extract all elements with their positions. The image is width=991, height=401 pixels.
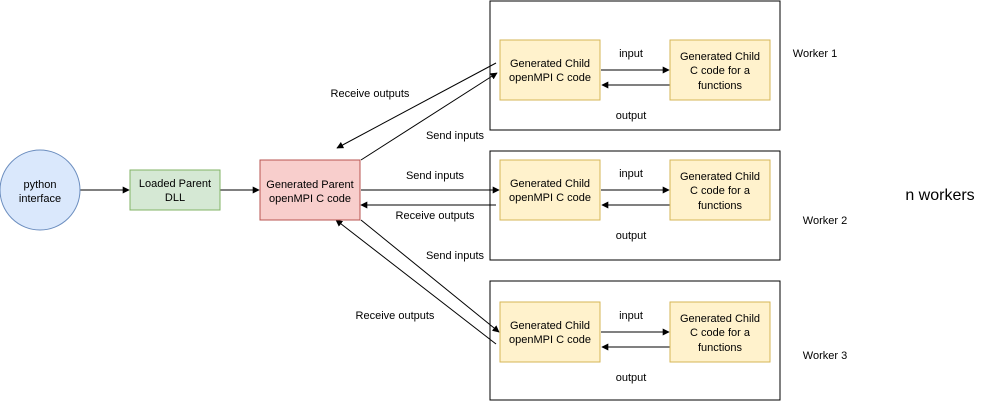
w3-receive-outputs-label: Receive outputs xyxy=(356,310,435,322)
worker-3-func-node: Generated Child C code for a functions xyxy=(669,301,771,363)
w1-child-line1: Generated Child xyxy=(510,58,590,70)
w2-func-line3: functions xyxy=(698,200,743,212)
parent-line2: openMPI C code xyxy=(269,193,351,205)
w3-func-line1: Generated Child xyxy=(680,313,760,325)
worker-2-label: Worker 2 xyxy=(803,215,847,227)
w3-func-line3: functions xyxy=(698,342,743,354)
edge-w3-send-inputs xyxy=(360,219,500,333)
edge-w1-receive-outputs xyxy=(336,62,497,149)
w1-send-inputs-label: Send inputs xyxy=(426,130,485,142)
w1-input-label: input xyxy=(619,48,643,60)
edge-w1-send-inputs xyxy=(360,72,498,161)
w1-func-line3: functions xyxy=(698,80,743,92)
w2-func-line2: C code for a xyxy=(690,185,751,197)
w1-output-label: output xyxy=(616,110,647,122)
dll-line1: Loaded Parent xyxy=(139,178,211,190)
worker-3-label: Worker 3 xyxy=(803,350,847,362)
n-workers-note: n workers xyxy=(905,187,974,204)
edge-w3-receive-outputs xyxy=(335,219,497,345)
worker-2-func-node: Generated Child C code for a functions xyxy=(669,159,771,221)
w1-receive-outputs-label: Receive outputs xyxy=(331,88,410,100)
w3-func-line2: C code for a xyxy=(690,327,751,339)
w2-child-line1: Generated Child xyxy=(510,178,590,190)
w3-send-inputs-label: Send inputs xyxy=(426,250,485,262)
w3-child-line2: openMPI C code xyxy=(509,334,591,346)
w1-func-line1: Generated Child xyxy=(680,51,760,63)
w3-output-label: output xyxy=(616,372,647,384)
w1-func-line2: C code for a xyxy=(690,65,751,77)
w3-input-label: input xyxy=(619,310,643,322)
worker-1-child-node: Generated Child openMPI C code xyxy=(499,39,601,101)
w2-send-inputs-label: Send inputs xyxy=(406,170,465,182)
worker-2-child-node: Generated Child openMPI C code xyxy=(499,159,601,221)
w2-receive-outputs-label: Receive outputs xyxy=(396,210,475,222)
w2-output-label: output xyxy=(616,230,647,242)
worker-1-label: Worker 1 xyxy=(793,48,837,60)
w1-child-line2: openMPI C code xyxy=(509,72,591,84)
worker-3-child-node: Generated Child openMPI C code xyxy=(499,301,601,363)
w3-child-line1: Generated Child xyxy=(510,320,590,332)
worker-1-func-node: Generated Child C code for a functions xyxy=(669,39,771,101)
loaded-parent-dll-node: Loaded Parent DLL xyxy=(129,169,221,211)
python-line1: python xyxy=(23,179,56,191)
dll-line2: DLL xyxy=(165,192,185,204)
python-interface-node: python interface xyxy=(0,149,81,231)
w2-input-label: input xyxy=(619,168,643,180)
w2-child-line2: openMPI C code xyxy=(509,192,591,204)
generated-parent-node: Generated Parent openMPI C code xyxy=(259,159,361,221)
w2-func-line1: Generated Child xyxy=(680,171,760,183)
parent-line1: Generated Parent xyxy=(266,179,353,191)
python-line2: interface xyxy=(19,193,61,205)
